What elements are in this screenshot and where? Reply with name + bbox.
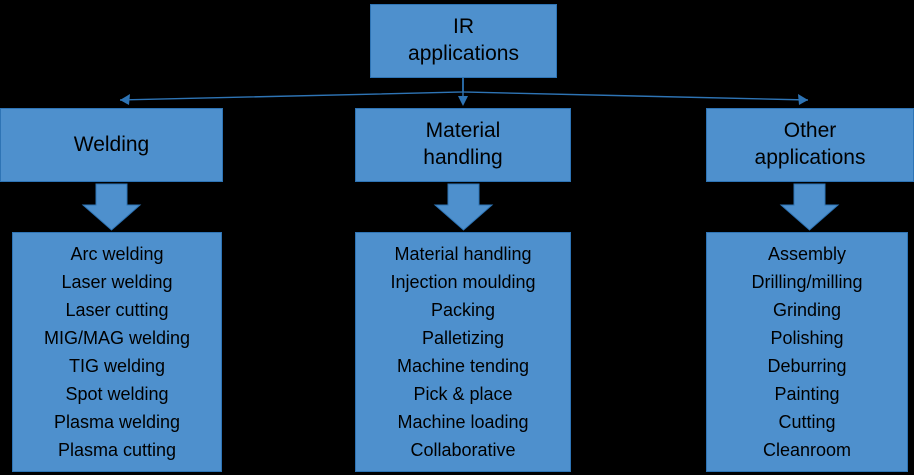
block-arrow-welding [81, 183, 142, 231]
list-item: Assembly [767, 244, 847, 264]
list-item: Deburring [767, 355, 847, 376]
list-welding-applications: Arc welding Laser welding Laser cutting … [12, 232, 222, 472]
list-item: Laser cutting [65, 299, 169, 320]
list-item: Machine loading [397, 411, 529, 432]
list-item: Polishing [770, 327, 844, 348]
node-material-handling[interactable]: Material handling [355, 108, 571, 182]
list-item: Painting [774, 383, 840, 404]
list-item: Cutting [778, 411, 836, 432]
root-connector-lines [119, 78, 809, 101]
node-welding-label: Welding [73, 132, 150, 156]
list-item: Material handling [394, 244, 532, 264]
list-item: Palletizing [421, 327, 505, 348]
list-item: Machine tending [396, 355, 530, 376]
node-other-line-2: applications [754, 146, 866, 169]
connector-root-to-welding [119, 78, 464, 101]
block-arrow-other [779, 183, 840, 231]
node-other-line-1: Other [783, 119, 837, 143]
node-root-line-1: IR [453, 15, 474, 39]
arrowhead-welding [120, 94, 130, 105]
block-arrow-material [433, 183, 494, 231]
list-material-handling-applications: Material handling Injection moulding Pac… [355, 232, 571, 472]
list-item: MIG/MAG welding [43, 327, 191, 348]
list-item: Collaborative [410, 439, 516, 460]
list-item: Packing [430, 299, 496, 320]
node-other-applications[interactable]: Other applications [706, 108, 914, 182]
list-item: Pick & place [413, 383, 513, 404]
list-item: Plasma cutting [57, 439, 177, 460]
list-item: Injection moulding [390, 271, 536, 292]
list-item: Plasma welding [53, 411, 181, 432]
node-root-line-2: applications [408, 42, 519, 65]
node-material-handling-line-2: handling [423, 146, 503, 169]
node-material-handling-line-1: Material [425, 119, 501, 143]
connector-root-to-other [462, 78, 809, 101]
node-welding[interactable]: Welding [0, 108, 223, 182]
list-item: TIG welding [68, 355, 166, 376]
list-item: Spot welding [65, 383, 169, 404]
list-other-applications: Assembly Drilling/milling Grinding Polis… [706, 232, 908, 472]
list-item: Drilling/milling [751, 271, 863, 292]
arrowhead-material [458, 96, 468, 106]
list-item: Arc welding [70, 244, 164, 264]
arrowhead-other [798, 94, 808, 105]
list-item: Laser welding [61, 271, 173, 292]
list-item: Cleanroom [762, 439, 852, 460]
node-ir-applications[interactable]: IR applications [370, 4, 557, 78]
list-item: Grinding [772, 299, 842, 320]
block-arrows [81, 183, 840, 231]
connector-arrowheads [120, 94, 808, 106]
